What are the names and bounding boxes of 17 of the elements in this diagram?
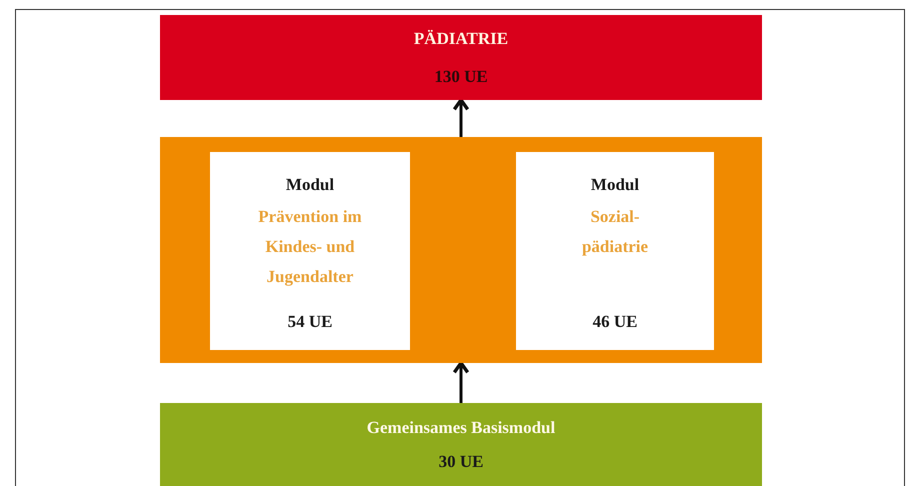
node-text: PÄDIATRIE [414, 28, 508, 50]
node-text: 130 UE [434, 66, 488, 88]
module-card [516, 152, 714, 350]
node-text: 30 UE [438, 450, 484, 472]
node-text: Modul [590, 174, 640, 196]
module-group-panel [160, 137, 762, 363]
node-text: 54 UE [288, 310, 332, 332]
node-text: Modul [286, 174, 334, 196]
node-text: Prävention im Kindes- und Jugendalter [257, 206, 363, 288]
module-card [210, 152, 410, 350]
node-text: 46 UE [592, 310, 638, 332]
base-module-bar [160, 403, 762, 486]
arrow [452, 361, 470, 403]
arrow [452, 98, 470, 137]
header-bar [160, 15, 762, 100]
node-text: Gemeinsames Basismodul [366, 417, 556, 439]
node-text: Sozial-pädiatrie [580, 206, 650, 258]
